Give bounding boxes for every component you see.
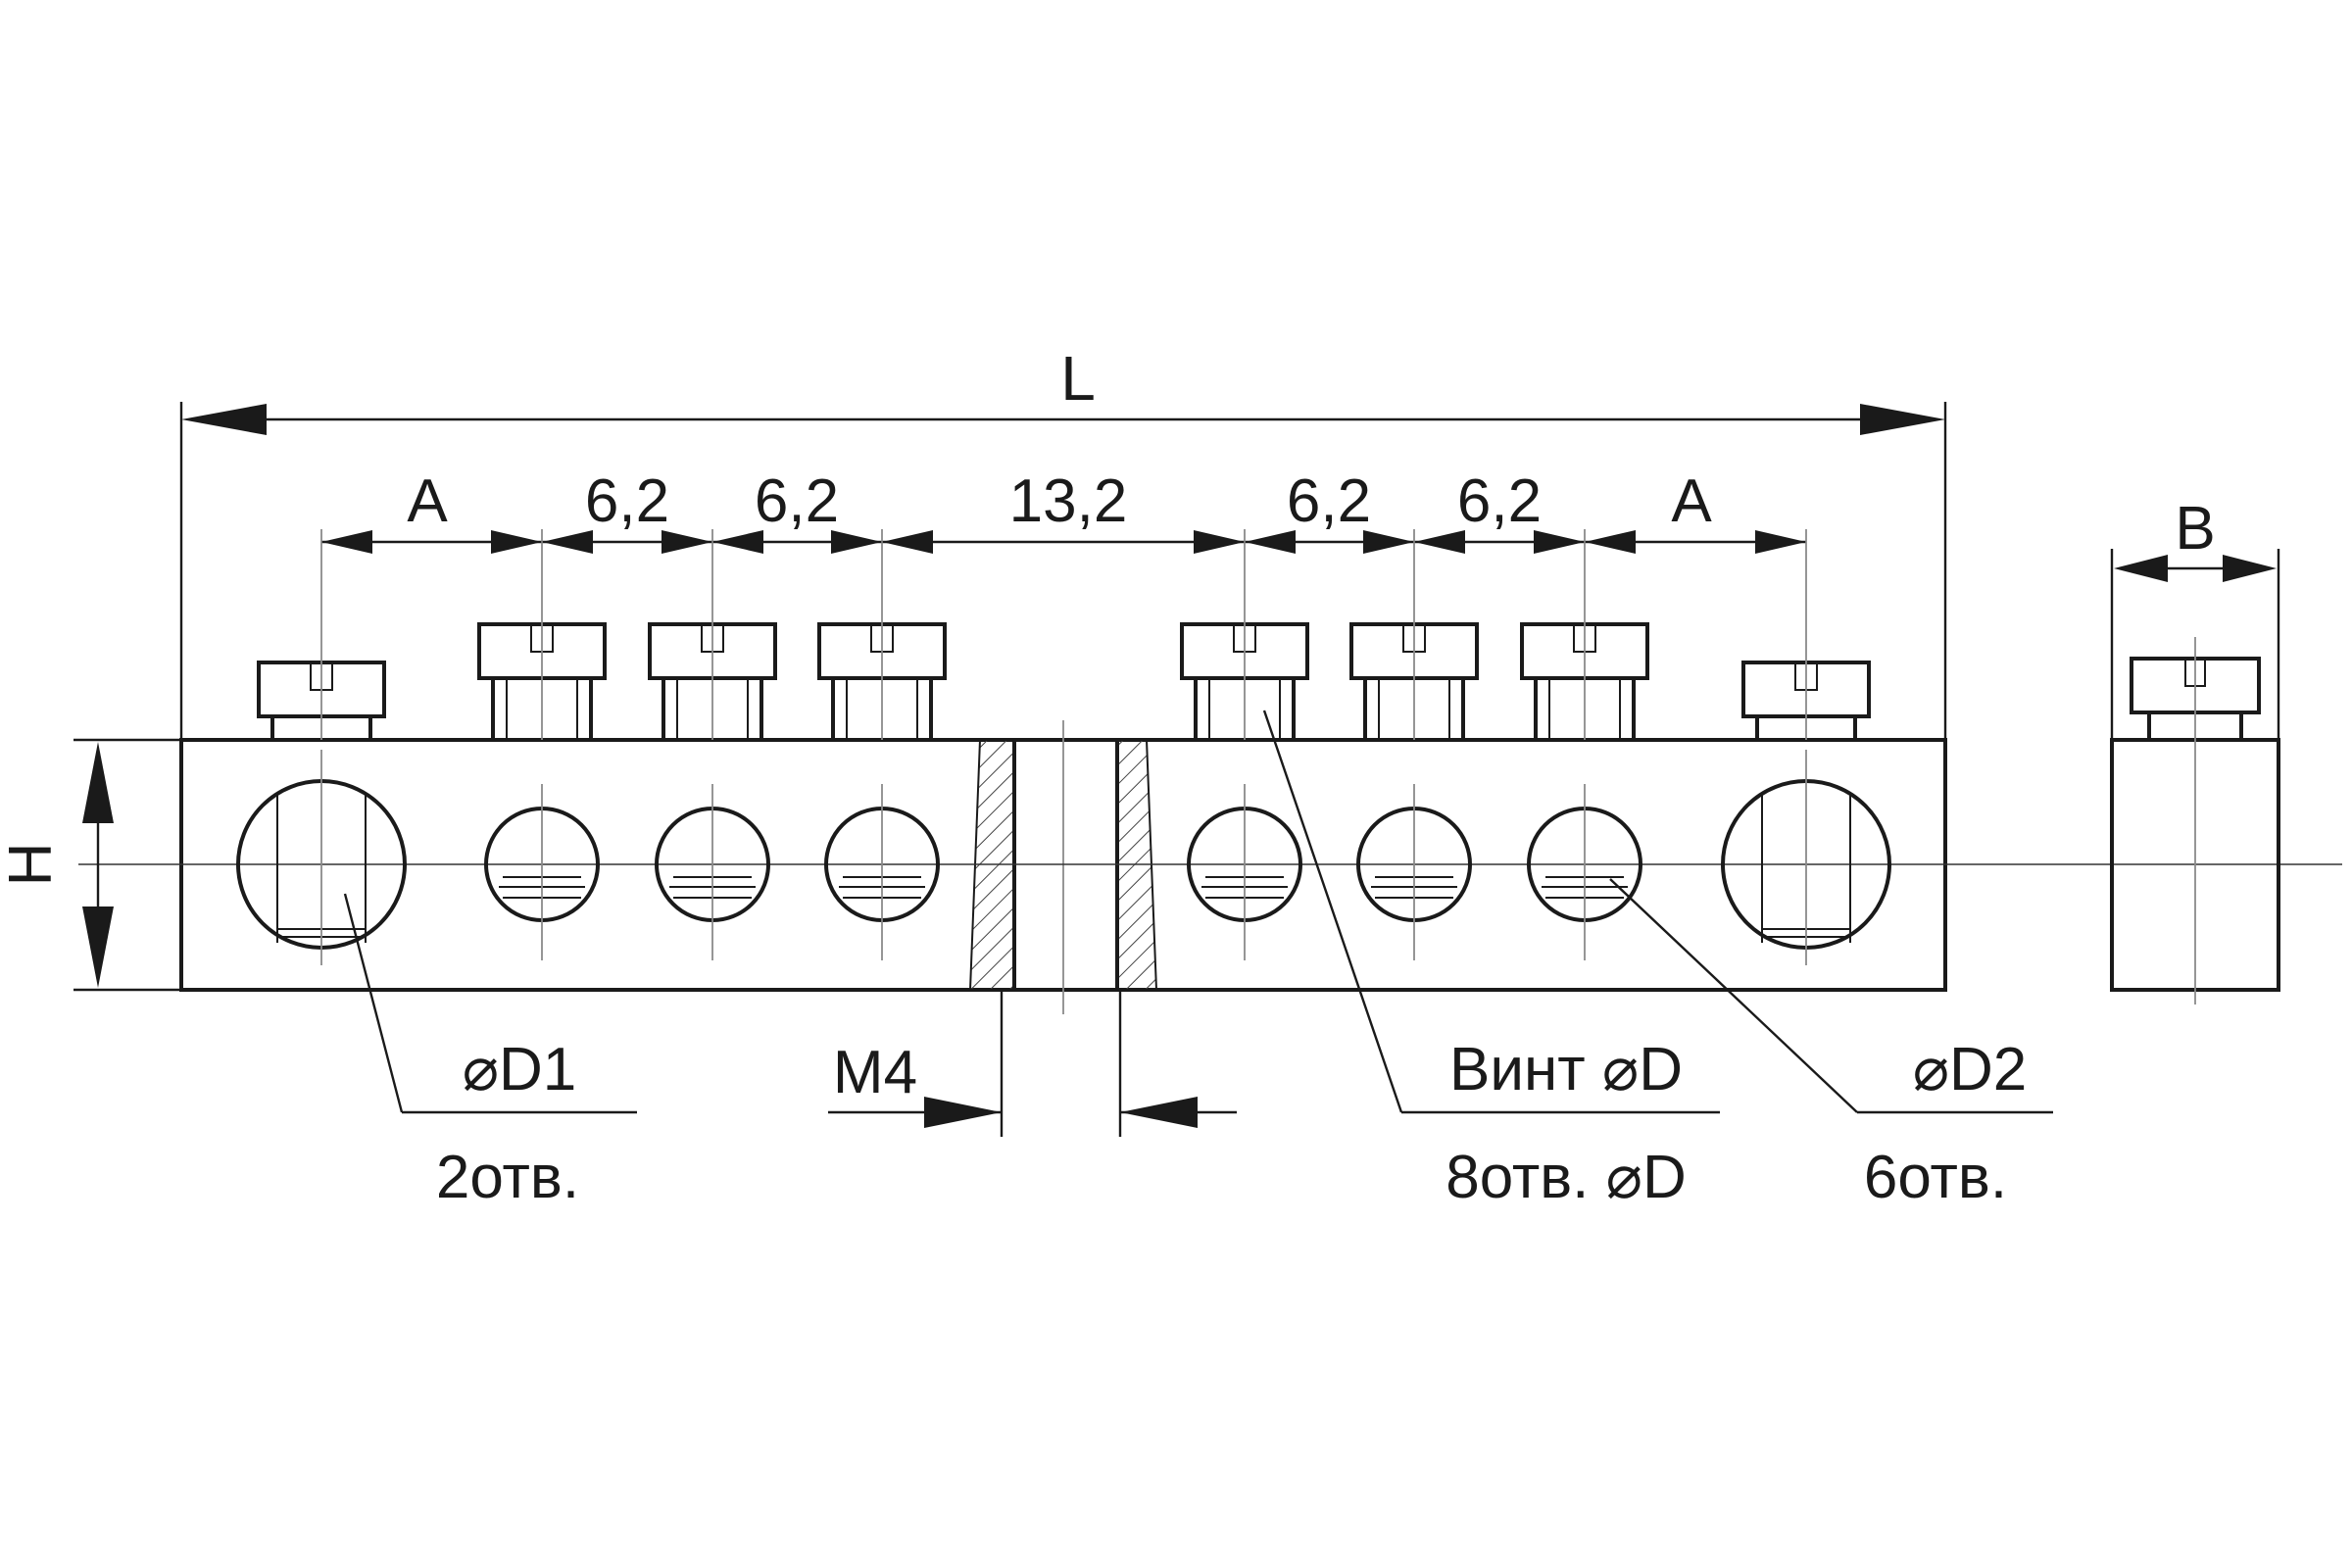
front-view <box>78 622 2342 1014</box>
callout-screw-count: 8отв. ⌀D <box>1446 1144 1687 1211</box>
large-hole-left <box>236 750 407 965</box>
small-hole <box>1187 784 1302 960</box>
callout-D2-diameter: ⌀D2 <box>1913 1036 2028 1103</box>
dim-overall-length: L <box>179 343 1947 740</box>
dim-label-pitch-4: 6,2 <box>1457 467 1542 535</box>
dim-label-B: B <box>2175 495 2215 563</box>
small-hole <box>824 784 940 960</box>
callout-small-hole: ⌀D2 6отв. <box>1609 878 2053 1211</box>
small-hole <box>1356 784 1472 960</box>
dim-label-pitch-2: 6,2 <box>755 467 839 535</box>
side-view: B <box>2110 495 2280 1004</box>
dim-label-pitch-1: 6,2 <box>585 467 669 535</box>
callout-large-hole: ⌀D1 2отв. <box>343 893 637 1211</box>
dim-label-pitch-3: 6,2 <box>1287 467 1371 535</box>
callout-screw-diameter: Винт ⌀D <box>1449 1036 1683 1103</box>
callout-screw: Винт ⌀D 8отв. ⌀D <box>1262 710 1720 1211</box>
small-hole <box>484 784 600 960</box>
callout-D1-diameter: ⌀D1 <box>463 1036 577 1103</box>
dim-label-center-gap: 13,2 <box>1009 467 1128 535</box>
large-hole-right <box>1721 750 1891 965</box>
mount-insert-section <box>968 720 1158 1014</box>
small-holes <box>484 784 1642 960</box>
dim-label-A-left: A <box>407 467 448 535</box>
dim-label-H: H <box>0 843 65 887</box>
callout-D1-count: 2отв. <box>436 1144 579 1211</box>
dim-width: B <box>2110 495 2280 740</box>
small-hole <box>1527 784 1642 960</box>
callout-D2-count: 6отв. <box>1864 1144 2007 1211</box>
small-hole <box>655 784 770 960</box>
dim-label-L: L <box>1060 343 1096 414</box>
dim-mount-thread: M4 <box>828 990 1237 1137</box>
dim-label-A-right: A <box>1671 467 1712 535</box>
dim-pitch-chain: A 6,2 6,2 13,2 6,2 6,2 A <box>320 467 1807 740</box>
dim-label-M4: M4 <box>833 1039 917 1106</box>
dim-height: H <box>0 738 181 992</box>
